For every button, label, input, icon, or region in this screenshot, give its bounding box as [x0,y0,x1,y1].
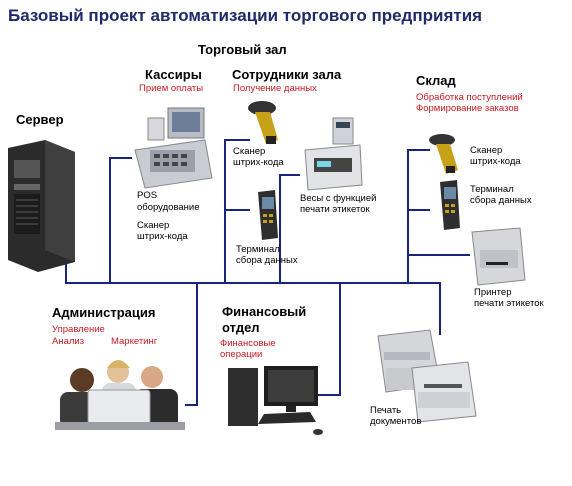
data-terminal-icon [258,190,278,240]
label-printer-label-1: Принтер [474,287,512,298]
warehouse-subtitle-1: Обработка поступлений [416,92,523,103]
administration-heading: Администрация [52,305,156,320]
pos-label-1: POS [137,190,158,201]
server-heading: Сервер [16,112,64,127]
finance-sub-1: Финансовые [220,338,276,349]
warehouse-subtitle-2: Формирование заказов [416,103,519,114]
finance-heading-1: Финансовый [222,304,307,319]
label-printer-icon [471,227,526,286]
pos-scanner-label-2: штрих-кода [137,231,188,242]
hall-terminal-label-1: Терминал [236,244,280,255]
pos-terminal-icon [134,107,213,189]
document-printer-icon [377,329,477,423]
page-title: Базовый проект автоматизации торгового п… [8,6,483,25]
barcode-scanner-icon [248,101,278,144]
warehouse-scanner-label-1: Сканер [470,145,503,156]
hall-staff-heading: Сотрудники зала [232,67,342,82]
server-icon [8,140,75,272]
warehouse-terminal-icon [440,180,460,230]
pos-scanner-label-1: Сканер [137,220,170,231]
scales-label-1: Весы с функцией [300,193,377,204]
hall-scanner-label-1: Сканер [233,146,266,157]
label-printer-label-2: печати этикеток [474,298,544,309]
cashiers-subtitle: Прием оплаты [139,83,204,94]
finance-heading-2: отдел [222,320,260,335]
scales-icon [304,117,363,191]
scales-label-2: печати этикеток [300,204,370,215]
warehouse-heading: Склад [416,73,456,88]
finance-sub-2: операции [220,349,263,360]
warehouse-scanner-icon [429,134,458,174]
administration-people-icon [55,360,185,430]
warehouse-terminal-label-2: сбора данных [470,195,532,206]
administration-sub-management: Управление [52,324,105,335]
cashiers-heading: Кассиры [145,67,202,82]
pos-label-2: оборудование [137,202,200,213]
hall-staff-subtitle: Получение данных [233,83,317,94]
finance-computer-icon [228,366,323,435]
warehouse-scanner-label-2: штрих-кода [470,156,521,167]
warehouse-terminal-label-1: Терминал [470,184,514,195]
administration-sub-analysis: Анализ [52,336,85,347]
doc-printer-label-1: Печать [370,405,402,416]
administration-sub-marketing: Маркетинг [111,336,158,347]
doc-printer-label-2: документов [370,416,422,427]
trade-hall-heading: Торговый зал [198,42,287,57]
hall-terminal-label-2: сбора данных [236,255,298,266]
hall-scanner-label-2: штрих-кода [233,157,284,168]
